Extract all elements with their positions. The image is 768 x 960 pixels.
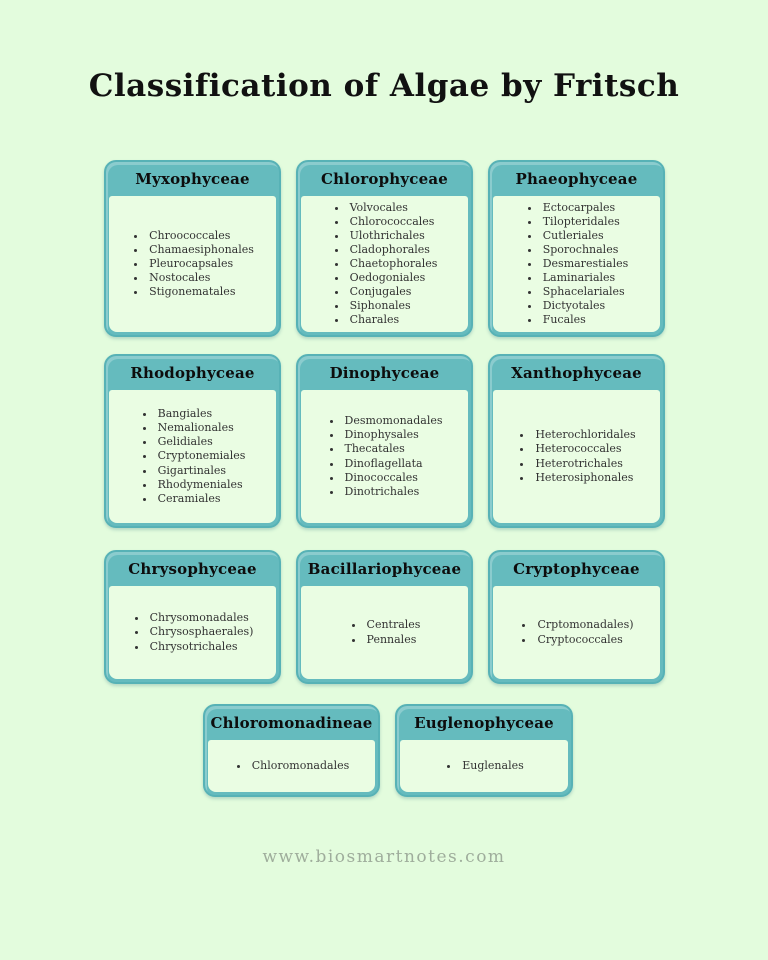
card-title: Chlorophyceae xyxy=(320,170,449,188)
card-euglenophyceae: Euglenophyceae Euglenales xyxy=(395,704,573,797)
list-item: Heterotrichales xyxy=(533,457,635,471)
card-rhodophyceae: Rhodophyceae BangialesNemalionalesGelidi… xyxy=(104,354,281,528)
list-item: Siphonales xyxy=(348,299,438,313)
list-item: Ectocarpales xyxy=(541,201,629,215)
list-item: Desmomonadales xyxy=(343,414,443,428)
list-item: Chloromonadales xyxy=(250,759,350,773)
list-item: Chrysotrichales xyxy=(148,640,254,654)
card-body: ChroococcalesChamaesiphonalesPleurocapsa… xyxy=(109,196,276,332)
card-chloromonadineae: Chloromonadineae Chloromonadales xyxy=(203,704,380,797)
card-xanthophyceae: Xanthophyceae HeterochloridalesHeterococ… xyxy=(488,354,665,528)
list-item: Tilopteridales xyxy=(541,215,629,229)
list-item: Ulothrichales xyxy=(348,229,438,243)
list-item: Dinoflagellata xyxy=(343,457,443,471)
order-list: Chloromonadales xyxy=(234,759,350,773)
card-title: Chloromonadineae xyxy=(210,714,373,732)
card-body: EctocarpalesTilopteridalesCutlerialesSpo… xyxy=(493,196,660,332)
card-title: Dinophyceae xyxy=(329,364,440,382)
list-item: Oedogoniales xyxy=(348,271,438,285)
list-item: Volvocales xyxy=(348,201,438,215)
list-item: Thecatales xyxy=(343,442,443,456)
list-item: Gelidiales xyxy=(156,435,246,449)
card-body: Crptomonadales)Cryptococcales xyxy=(493,586,660,679)
card-title: Bacillariophyceae xyxy=(307,560,462,578)
list-item: Pennales xyxy=(365,633,421,647)
list-item: Charales xyxy=(348,313,438,327)
card-body: ChrysomonadalesChrysosphaerales)Chrysotr… xyxy=(109,586,276,679)
card-body: Euglenales xyxy=(400,740,568,792)
list-item: Crptomonadales) xyxy=(535,618,633,632)
list-item: Bangiales xyxy=(156,407,246,421)
list-item: Nostocales xyxy=(147,271,254,285)
card-chlorophyceae: Chlorophyceae VolvocalesChlorococcalesUl… xyxy=(296,160,473,337)
website-url: www.biosmartnotes.com xyxy=(262,847,506,867)
card-body: DesmomonadalesDinophysalesThecatalesDino… xyxy=(301,390,468,523)
list-item: Cladophorales xyxy=(348,243,438,257)
list-item: Chrysomonadales xyxy=(148,611,254,625)
list-item: Fucales xyxy=(541,313,629,327)
order-list: DesmomonadalesDinophysalesThecatalesDino… xyxy=(327,414,443,498)
order-list: BangialesNemalionalesGelidialesCryptonem… xyxy=(140,407,246,506)
card-chrysophyceae: Chrysophyceae ChrysomonadalesChrysosphae… xyxy=(104,550,281,684)
list-item: Desmarestiales xyxy=(541,257,629,271)
card-title: Xanthophyceae xyxy=(511,364,642,382)
order-list: Crptomonadales)Cryptococcales xyxy=(519,618,633,646)
list-item: Cutleriales xyxy=(541,229,629,243)
list-item: Dinococcales xyxy=(343,471,443,485)
order-list: EctocarpalesTilopteridalesCutlerialesSpo… xyxy=(525,201,629,328)
order-list: HeterochloridalesHeterococcalesHeterotri… xyxy=(517,428,635,484)
card-body: HeterochloridalesHeterococcalesHeterotri… xyxy=(493,390,660,523)
page-title: Classification of Algae by Fritsch xyxy=(88,68,680,104)
list-item: Heterochloridales xyxy=(533,428,635,442)
card-body: BangialesNemalionalesGelidialesCryptonem… xyxy=(109,390,276,523)
list-item: Cryptococcales xyxy=(535,633,633,647)
card-cryptophyceae: Cryptophyceae Crptomonadales)Cryptococca… xyxy=(488,550,665,684)
card-dinophyceae: Dinophyceae DesmomonadalesDinophysalesTh… xyxy=(296,354,473,528)
list-item: Dinotrichales xyxy=(343,485,443,499)
list-item: Pleurocapsales xyxy=(147,257,254,271)
card-title: Myxophyceae xyxy=(135,170,250,188)
list-item: Laminariales xyxy=(541,271,629,285)
list-item: Cryptonemiales xyxy=(156,449,246,463)
card-phaeophyceae: Phaeophyceae EctocarpalesTilopteridalesC… xyxy=(488,160,665,337)
list-item: Conjugales xyxy=(348,285,438,299)
list-item: Chamaesiphonales xyxy=(147,243,254,257)
list-item: Euglenales xyxy=(460,759,524,773)
card-title: Euglenophyceae xyxy=(414,714,554,732)
order-list: Euglenales xyxy=(444,759,524,773)
list-item: Dinophysales xyxy=(343,428,443,442)
card-title: Chrysophyceae xyxy=(128,560,257,578)
list-item: Sporochnales xyxy=(541,243,629,257)
list-item: Heterosiphonales xyxy=(533,471,635,485)
order-list: ChroococcalesChamaesiphonalesPleurocapsa… xyxy=(131,229,254,299)
list-item: Dictyotales xyxy=(541,299,629,313)
card-title: Cryptophyceae xyxy=(513,560,640,578)
card-bacillariophyceae: Bacillariophyceae CentralesPennales xyxy=(296,550,473,684)
list-item: Chrysosphaerales) xyxy=(148,625,254,639)
list-item: Stigonematales xyxy=(147,285,254,299)
order-list: ChrysomonadalesChrysosphaerales)Chrysotr… xyxy=(132,611,254,653)
card-body: CentralesPennales xyxy=(301,586,468,679)
card-myxophyceae: Myxophyceae ChroococcalesChamaesiphonale… xyxy=(104,160,281,337)
list-item: Chlorococcales xyxy=(348,215,438,229)
list-item: Nemalionales xyxy=(156,421,246,435)
list-item: Chroococcales xyxy=(147,229,254,243)
list-item: Ceramiales xyxy=(156,492,246,506)
order-list: VolvocalesChlorococcalesUlothrichalesCla… xyxy=(332,201,438,328)
list-item: Chaetophorales xyxy=(348,257,438,271)
list-item: Gigartinales xyxy=(156,464,246,478)
list-item: Centrales xyxy=(365,618,421,632)
list-item: Sphacelariales xyxy=(541,285,629,299)
card-body: Chloromonadales xyxy=(208,740,375,792)
card-title: Phaeophyceae xyxy=(515,170,638,188)
list-item: Heterococcales xyxy=(533,442,635,456)
list-item: Rhodymeniales xyxy=(156,478,246,492)
card-title: Rhodophyceae xyxy=(130,364,255,382)
card-body: VolvocalesChlorococcalesUlothrichalesCla… xyxy=(301,196,468,332)
order-list: CentralesPennales xyxy=(349,618,421,646)
